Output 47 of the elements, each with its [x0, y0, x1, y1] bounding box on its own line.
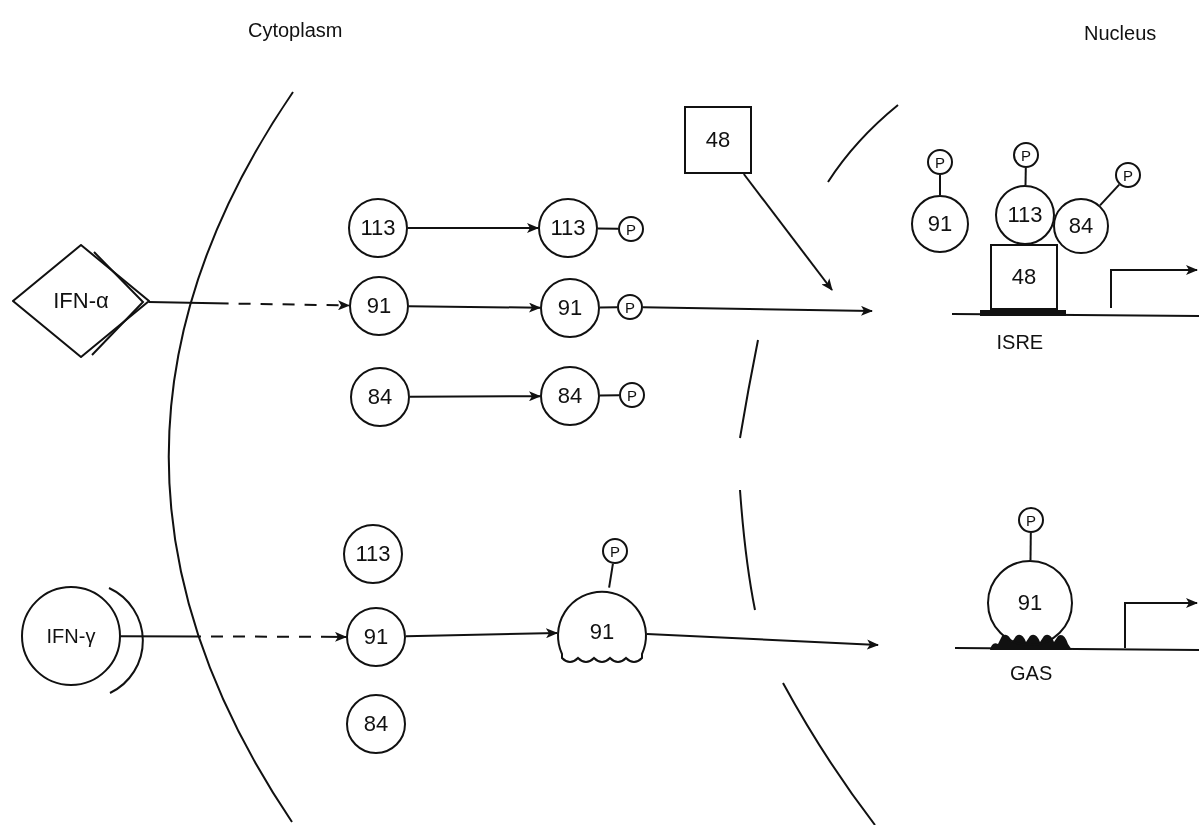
arrow	[120, 631, 347, 642]
arrow	[407, 223, 539, 233]
connector-line	[1099, 183, 1121, 207]
protein-circle: 113	[343, 524, 403, 584]
protein-circle: 113	[538, 198, 598, 258]
protein-circle: 84	[1053, 198, 1109, 254]
arrow	[405, 628, 558, 639]
protein-circle: 84	[350, 367, 410, 427]
protein-square: 48	[684, 106, 752, 174]
protein-square: 48	[990, 244, 1058, 310]
protein-circle: 84	[540, 366, 600, 426]
protein-circle: P	[927, 149, 953, 175]
arrow	[409, 391, 541, 402]
connector-line	[939, 174, 941, 196]
arrow	[642, 305, 873, 316]
protein-circle: 91	[349, 276, 409, 336]
connector-line	[1029, 532, 1032, 561]
cytoplasm-label: Cytoplasm	[248, 18, 343, 42]
connector-line	[599, 306, 618, 309]
arrow	[742, 173, 833, 291]
protein-circle: 91	[911, 195, 969, 253]
connector-line	[608, 562, 614, 589]
connector-line	[597, 227, 619, 230]
protein-circle: IFN-γ	[21, 586, 121, 686]
protein-circle: 113	[348, 198, 408, 258]
protein-circle: P	[1018, 507, 1044, 533]
protein-circle: P	[602, 538, 628, 564]
arrow	[147, 300, 350, 311]
protein-circle: 113	[995, 185, 1055, 245]
promoter-label: GAS	[1010, 661, 1053, 685]
node-label: IFN-α	[53, 290, 109, 312]
nucleus-label: Nucleus	[1084, 21, 1157, 45]
protein-circle: P	[1115, 162, 1141, 188]
arrow	[646, 633, 879, 650]
protein-circle: 91	[540, 278, 600, 338]
protein-circle: 84	[346, 694, 406, 754]
protein-circle: P	[1013, 142, 1039, 168]
arrow	[408, 302, 541, 313]
protein-circle: P	[618, 216, 644, 242]
promoter-label: ISRE	[996, 330, 1044, 354]
connector-line	[1024, 167, 1027, 186]
node-label: 91	[589, 621, 615, 643]
protein-circle: P	[617, 294, 643, 320]
ligand-diamond	[12, 244, 150, 358]
connector-line	[599, 394, 620, 397]
protein-circle: P	[619, 382, 645, 408]
protein-circle: 91	[346, 607, 406, 667]
